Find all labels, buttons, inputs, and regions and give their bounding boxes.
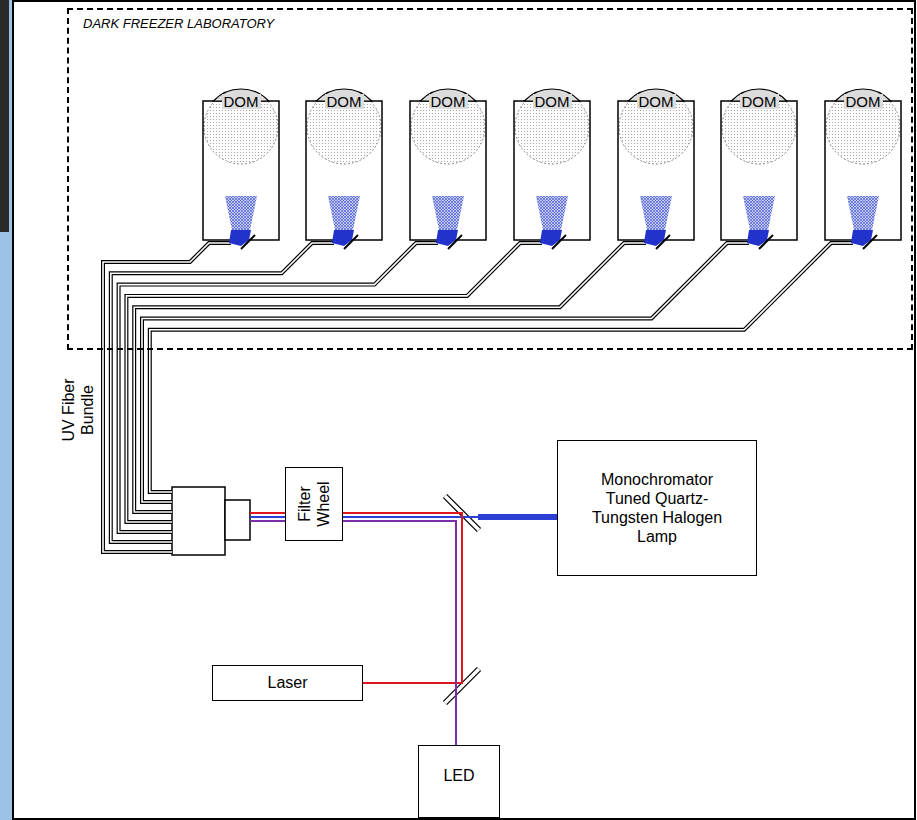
dom-module: DOM — [410, 88, 486, 240]
part-label: UV Fiber Bundle — [59, 370, 97, 450]
dom-illustration — [825, 88, 901, 240]
light-beam — [250, 512, 285, 514]
dom-illustration — [203, 88, 279, 240]
dom-module: DOM — [825, 88, 901, 240]
node-text: DOM — [533, 94, 572, 109]
fiber — [119, 243, 438, 532]
node-text: DOM — [740, 94, 779, 109]
laser-box: Laser — [212, 665, 363, 701]
light-beam — [250, 520, 285, 522]
filter-wheel-box: Filter Wheel — [285, 467, 343, 541]
node-text: DOM — [325, 94, 364, 109]
fiber-core — [111, 243, 334, 542]
light-path — [343, 516, 557, 518]
dom-module: DOM — [203, 88, 279, 240]
node-text: Laser — [267, 673, 307, 692]
light-path — [343, 521, 456, 745]
node-text: DOM — [429, 94, 468, 109]
fiber — [111, 243, 334, 542]
side-strip-dark — [0, 0, 9, 232]
led-box: LED — [418, 745, 500, 818]
dom-module: DOM — [306, 88, 382, 240]
node-text: LED — [443, 766, 474, 785]
fiber — [103, 243, 231, 552]
dom-illustration — [514, 88, 590, 240]
dom-module: DOM — [721, 88, 797, 240]
lamp-box: Monochromator Tuned Quartz-Tungsten Halo… — [557, 440, 757, 576]
light-path — [343, 513, 462, 683]
dom-module: DOM — [618, 88, 694, 240]
dom-module: DOM — [514, 88, 590, 240]
fiber-core — [103, 243, 231, 552]
dom-illustration — [306, 88, 382, 240]
dom-illustration — [618, 88, 694, 240]
node-text: Monochromator Tuned Quartz-Tungsten Halo… — [587, 470, 727, 547]
node-text: DOM — [637, 94, 676, 109]
frame — [13, 1, 915, 819]
fiber-core — [119, 243, 438, 532]
light-beam — [250, 516, 285, 518]
dom-illustration — [410, 88, 486, 240]
node-text: Filter Wheel — [295, 474, 333, 534]
dom-illustration — [721, 88, 797, 240]
node-text: DOM — [222, 94, 261, 109]
node-text: DARK FREEZER LABORATORY — [69, 10, 911, 38]
side-strip — [0, 0, 13, 820]
lab-region: DARK FREEZER LABORATORY DOM DOM DOM DOM DOM DO… — [67, 8, 913, 350]
fiber-connector-plug — [225, 500, 250, 540]
node-text: DOM — [844, 94, 883, 109]
fiber-connector — [172, 487, 225, 555]
